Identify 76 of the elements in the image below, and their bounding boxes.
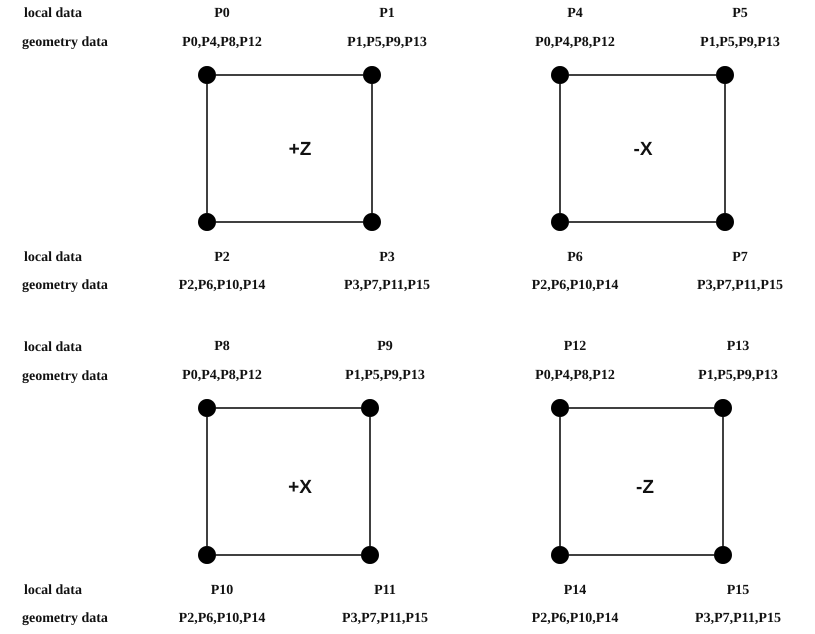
row-label: local data [24, 250, 82, 266]
vertex-dot [714, 399, 732, 417]
point-label: P6 [567, 250, 583, 266]
point-label: P1 [379, 6, 395, 22]
point-label: P12 [564, 339, 586, 355]
point-label: P14 [564, 583, 586, 599]
point-label: P5 [732, 6, 748, 22]
edge-line [216, 221, 363, 223]
point-list: P2,P6,P10,P14 [532, 611, 618, 627]
edge-line [206, 84, 208, 213]
vertex-dot [551, 213, 569, 231]
point-label: P4 [567, 6, 583, 22]
vertex-dot [198, 66, 216, 84]
vertex-dot [551, 399, 569, 417]
edge-line [216, 554, 361, 556]
edge-line [569, 407, 714, 409]
point-list: P3,P7,P11,P15 [697, 278, 783, 294]
vertex-dot [198, 546, 216, 564]
point-list: P1,P5,P9,P13 [345, 368, 425, 384]
point-label: P10 [210, 583, 234, 599]
point-list: P3,P7,P11,P15 [695, 611, 781, 627]
point-label: P9 [377, 339, 393, 355]
edge-line [559, 84, 561, 213]
face-label: +X [288, 480, 312, 496]
face-label: -X [634, 142, 652, 158]
point-list: P0,P4,P8,P12 [182, 368, 262, 384]
edge-line [216, 74, 363, 76]
vertex-dot [363, 66, 381, 84]
vertex-dot [361, 399, 379, 417]
vertex-dot [198, 399, 216, 417]
point-label: P8 [214, 339, 230, 355]
vertex-dot [363, 213, 381, 231]
row-label: geometry data [22, 369, 108, 385]
row-label: local data [24, 583, 82, 599]
vertex-dot [716, 66, 734, 84]
point-label: P13 [726, 339, 750, 355]
point-label: P2 [214, 250, 230, 266]
edge-line [371, 84, 373, 213]
edge-line [569, 554, 714, 556]
point-label: P11 [374, 583, 396, 599]
point-label: P15 [726, 583, 750, 599]
edge-line [724, 84, 726, 213]
point-list: P3,P7,P11,P15 [342, 611, 428, 627]
point-list: P0,P4,P8,P12 [182, 35, 262, 51]
vertex-dot [361, 546, 379, 564]
point-list: P0,P4,P8,P12 [535, 368, 615, 384]
edge-line [569, 221, 716, 223]
point-list: P0,P4,P8,P12 [535, 35, 615, 51]
row-label: local data [24, 340, 82, 356]
point-list: P1,P5,P9,P13 [698, 368, 778, 384]
row-label: geometry data [22, 278, 108, 294]
edge-line [569, 74, 716, 76]
edge-line [216, 407, 361, 409]
edge-line [559, 417, 561, 546]
point-list: P2,P6,P10,P14 [178, 611, 266, 627]
vertex-dot [716, 213, 734, 231]
vertex-dot [198, 213, 216, 231]
vertex-dot [551, 66, 569, 84]
row-label: geometry data [22, 611, 108, 627]
face-label: -Z [636, 480, 654, 496]
row-label: geometry data [22, 35, 108, 51]
point-list: P1,P5,P9,P13 [347, 35, 427, 51]
vertex-dot [551, 546, 569, 564]
point-list: P2,P6,P10,P14 [178, 278, 266, 294]
edge-line [206, 417, 208, 546]
point-label: P3 [379, 250, 395, 266]
vertex-dot [714, 546, 732, 564]
point-label: P7 [732, 250, 748, 266]
row-label: local data [24, 6, 82, 22]
point-list: P2,P6,P10,P14 [532, 278, 618, 294]
point-list: P1,P5,P9,P13 [700, 35, 780, 51]
edge-line [722, 417, 724, 546]
edge-line [369, 417, 371, 546]
face-label: +Z [288, 142, 312, 158]
point-list: P3,P7,P11,P15 [344, 278, 430, 294]
point-label: P0 [214, 6, 230, 22]
